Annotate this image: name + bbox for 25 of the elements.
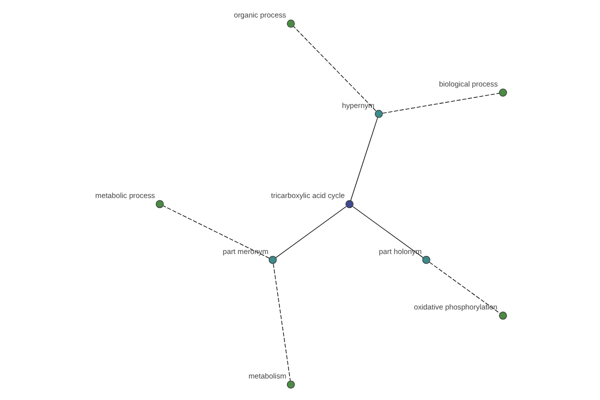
connector	[272, 263, 290, 382]
node-circle	[498, 88, 506, 97]
connector	[275, 206, 346, 258]
node-label: organic process	[233, 10, 286, 20]
node-label: oxidative phosphorylation	[413, 302, 497, 312]
node-label: tricarboxylic acid cycle	[270, 191, 344, 200]
node-label: part meronym	[222, 246, 268, 256]
connector	[292, 26, 376, 112]
node-circle	[345, 200, 353, 208]
connector	[428, 262, 500, 314]
node-label: metabolism	[248, 372, 286, 381]
node-circle	[498, 312, 506, 320]
node-circle	[286, 20, 294, 28]
node-label: hypernym	[341, 100, 374, 110]
node-circle	[374, 110, 382, 118]
node-circle	[286, 380, 294, 389]
connector	[162, 206, 270, 258]
node-label: metabolic process	[94, 191, 155, 200]
node-circle	[155, 200, 164, 208]
node-label: biological process	[438, 80, 498, 89]
connector	[350, 117, 378, 201]
connector	[352, 206, 423, 258]
node-circle	[422, 256, 430, 264]
connector	[382, 92, 500, 114]
node-circle	[268, 256, 276, 264]
